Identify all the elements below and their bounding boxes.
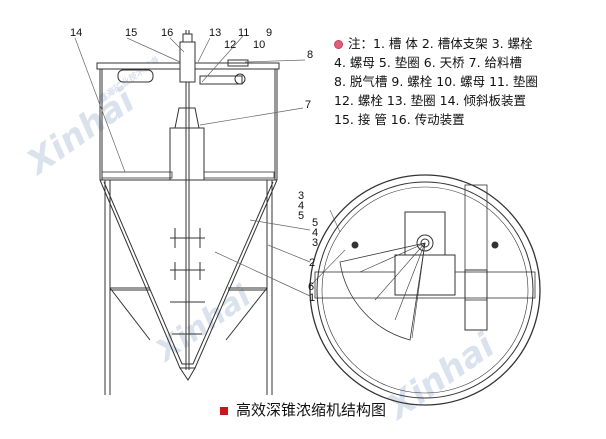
feed-well	[169, 127, 205, 181]
degassing-tank	[227, 59, 249, 67]
bullet-icon	[334, 40, 343, 49]
inclined-plates-plan	[464, 184, 488, 301]
label-4b: 4	[312, 227, 318, 239]
tank-support-legs	[104, 180, 273, 395]
label-1: 1	[309, 292, 315, 304]
label-13: 13	[209, 27, 221, 39]
legend-line: 注：1. 槽 体 2. 槽体支架 3. 螺栓	[334, 34, 538, 53]
inclined-plate-device	[101, 171, 275, 179]
legend-line: 8. 脱气槽 9. 螺栓 10. 螺母 11. 垫圈	[334, 74, 538, 89]
plan-view	[309, 174, 541, 406]
label-16: 16	[161, 27, 173, 39]
figure-caption: 高效深锥浓缩机结构图	[0, 399, 606, 420]
tank-outline	[309, 174, 541, 406]
rake-arms	[170, 228, 205, 335]
label-5b: 5	[312, 217, 318, 229]
parts-legend: 注：1. 槽 体 2. 槽体支架 3. 螺栓 4. 螺母 5. 垫圈 6. 天桥…	[334, 34, 538, 129]
label-15: 15	[125, 27, 137, 39]
label-11: 11	[238, 27, 249, 39]
label-2: 2	[309, 257, 315, 269]
launder	[117, 69, 154, 83]
elevation-view	[74, 30, 346, 395]
legend-line: 4. 螺母 5. 垫圈 6. 天桥 7. 给料槽	[334, 55, 523, 70]
label-7: 7	[305, 99, 311, 111]
caption-marker-icon	[219, 406, 228, 415]
label-12: 12	[224, 39, 236, 51]
legend-line: 15. 接 管 16. 传动装置	[334, 112, 465, 127]
leader-lines	[74, 35, 346, 297]
label-14: 14	[70, 27, 82, 39]
label-6: 6	[308, 281, 314, 293]
label-3b: 3	[312, 237, 318, 249]
feed-pipe	[234, 73, 246, 85]
underflow-outlet	[179, 367, 196, 381]
label-10: 10	[253, 39, 265, 51]
drive-device	[179, 41, 196, 83]
label-8: 8	[307, 49, 313, 61]
legend-line: 12. 螺栓 13. 垫圈 14. 倾斜板装置	[334, 93, 527, 108]
feed-trough	[199, 75, 243, 85]
label-3: 3	[298, 190, 304, 202]
rake-sector	[339, 242, 426, 341]
label-4: 4	[298, 200, 304, 212]
label-5: 5	[298, 210, 304, 222]
label-9: 9	[266, 27, 272, 39]
part-labels: 14 15 16 13 12 11 10 9 8 7 3 4 5 5 4 3 2…	[70, 27, 318, 304]
